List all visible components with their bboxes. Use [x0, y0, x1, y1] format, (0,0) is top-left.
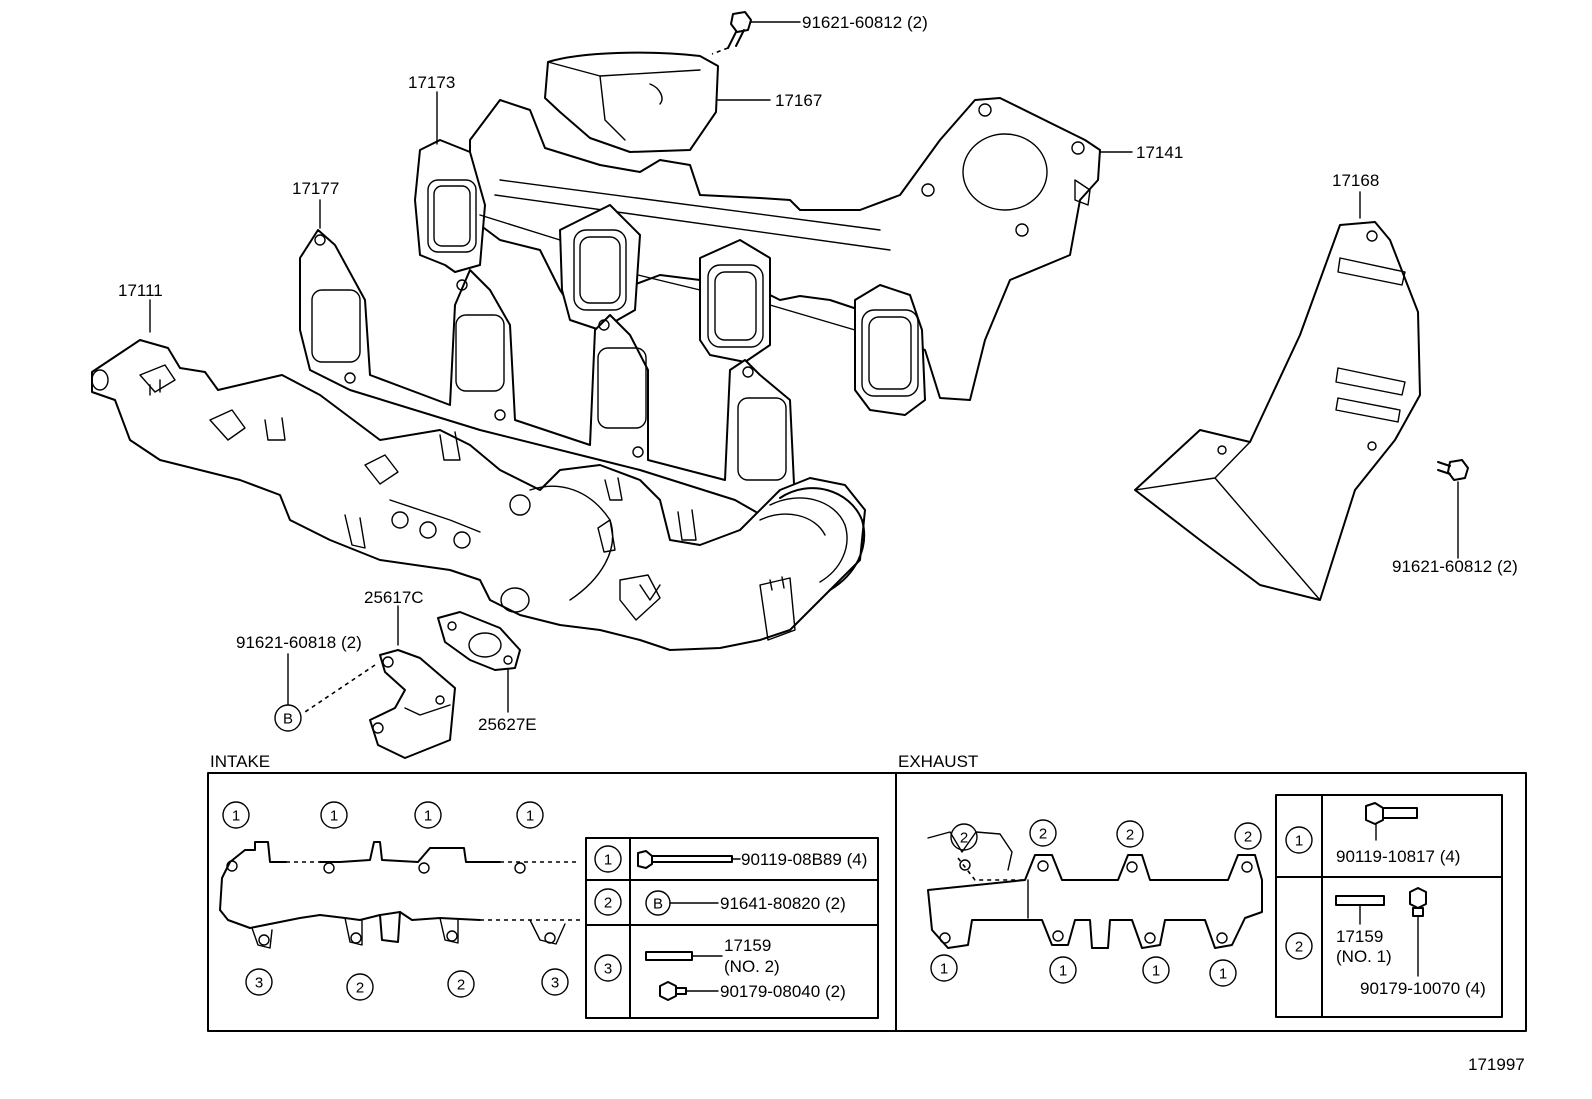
svg-text:1: 1: [424, 808, 432, 825]
part-number-25627E: 25627E: [478, 715, 537, 734]
svg-text:3: 3: [551, 975, 559, 992]
svg-text:2: 2: [1244, 829, 1252, 846]
exhaust-top-markers: 2 2 2 2: [950, 819, 1262, 851]
intake-bottom-markers: 3 2 2 3: [245, 968, 569, 1001]
exhaust-qty-1: (4): [1440, 847, 1461, 866]
intake-manifold[interactable]: 17111: [91, 281, 866, 651]
bracket[interactable]: 25617C: [304, 588, 456, 759]
svg-text:90119-08B89 (4): 90119-08B89 (4): [741, 850, 867, 869]
exhaust-gasket[interactable]: 17173: [408, 73, 926, 416]
part-number-bolt-right: 91621-60812: [1392, 557, 1492, 576]
svg-text:2: 2: [1039, 826, 1047, 843]
svg-text:1: 1: [330, 808, 338, 825]
svg-text:2: 2: [457, 977, 465, 994]
intake-top-markers: 1 1 1 1: [222, 801, 544, 829]
exhaust-legend-table: 1 90119-10817 (4) 2 17159 (NO. 1) 90179-…: [1275, 794, 1503, 1018]
svg-text:1: 1: [1295, 833, 1303, 850]
intake-part-2: 91641-80820: [720, 894, 820, 913]
intake-part-1: 90119-08B89: [741, 850, 842, 869]
intake-part-3: 17159: [724, 936, 771, 955]
heat-insulator-upper[interactable]: 17167: [544, 51, 822, 153]
svg-text:B: B: [653, 896, 663, 913]
intake-qty-1: (4): [847, 850, 868, 869]
svg-text:1: 1: [1219, 966, 1227, 983]
svg-text:91621-60812 (2): 91621-60812 (2): [1392, 557, 1518, 576]
exhaust-flange-outline: [927, 831, 1263, 949]
exhaust-part-2: 17159: [1336, 927, 1383, 946]
svg-text:91621-60812 (2): 91621-60812 (2): [802, 13, 928, 32]
part-number-bolt-top: 91621-60812: [802, 13, 902, 32]
exhaust-legend-row-2[interactable]: 2 17159 (NO. 1) 90179-10070 (4): [1285, 887, 1486, 998]
exhaust-panel: EXHAUST 2 2 2 2 1 1 1 1: [898, 752, 1503, 1018]
intake-qty-3b: (2): [825, 982, 846, 1001]
intake-flange-outline: [219, 841, 580, 949]
svg-text:2: 2: [604, 895, 612, 912]
part-number-25617C: 25617C: [364, 588, 424, 607]
exhaust-title: EXHAUST: [898, 752, 978, 771]
bolt-bracket[interactable]: 91621-60818 (2) B: [236, 633, 362, 732]
heat-insulator-lower[interactable]: 17168: [1134, 171, 1421, 601]
svg-text:1: 1: [604, 852, 612, 869]
part-number-17167: 17167: [775, 91, 822, 110]
svg-text:91641-80820 (2): 91641-80820 (2): [720, 894, 846, 913]
intake-legend-row-2[interactable]: 2 B 91641-80820 (2): [594, 888, 846, 916]
intake-part-3b: 90179-08040: [720, 982, 820, 1001]
svg-text:1: 1: [1152, 963, 1160, 980]
part-number-17141: 17141: [1136, 143, 1183, 162]
svg-text:2: 2: [1126, 827, 1134, 844]
svg-text:2: 2: [1295, 939, 1303, 956]
egr-gasket[interactable]: 25627E: [437, 611, 537, 734]
svg-text:2: 2: [356, 980, 364, 997]
svg-text:3: 3: [255, 975, 263, 992]
svg-text:1: 1: [232, 808, 240, 825]
svg-text:2: 2: [960, 830, 968, 847]
svg-text:91621-60818 (2): 91621-60818 (2): [236, 633, 362, 652]
svg-text:B: B: [283, 711, 293, 728]
figure-number: 171997: [1468, 1055, 1525, 1074]
intake-qty-2: (2): [825, 894, 846, 913]
bolt-right[interactable]: 91621-60812 (2): [1392, 459, 1518, 576]
svg-text:1: 1: [940, 961, 948, 978]
intake-panel: INTAKE 1 1 1 1: [210, 752, 879, 1019]
exhaust-part-2b: 90179-10070: [1360, 979, 1460, 998]
part-number-bolt-bracket: 91621-60818: [236, 633, 336, 652]
intake-legend-row-1[interactable]: 1 90119-08B89 (4): [594, 845, 867, 873]
part-number-17177: 17177: [292, 179, 339, 198]
svg-text:1: 1: [1059, 963, 1067, 980]
svg-text:90179-10070 (4): 90179-10070 (4): [1360, 979, 1486, 998]
exhaust-part-1: 90119-10817: [1336, 847, 1435, 866]
svg-text:1: 1: [526, 808, 534, 825]
qty-bolt-top: (2): [907, 13, 928, 32]
intake-note-3: (NO. 2): [724, 957, 780, 976]
exhaust-legend-row-1[interactable]: 1 90119-10817 (4): [1285, 802, 1460, 866]
intake-legend-row-3[interactable]: 3 17159 (NO. 2) 90179-08040 (2): [594, 936, 846, 1001]
qty-bolt-bracket: (2): [341, 633, 362, 652]
svg-text:90179-08040 (2): 90179-08040 (2): [720, 982, 846, 1001]
ref-marker-b: [274, 704, 302, 732]
bolt-top[interactable]: 91621-60812 (2): [711, 11, 928, 55]
part-number-17168: 17168: [1332, 171, 1379, 190]
fastener-panel-frame: [207, 772, 1527, 1032]
exhaust-bottom-markers: 1 1 1 1: [930, 954, 1237, 987]
svg-text:3: 3: [604, 961, 612, 978]
part-number-17111: 17111: [118, 281, 163, 300]
exhaust-qty-2b: (4): [1465, 979, 1486, 998]
svg-text:90119-10817 (4): 90119-10817 (4): [1336, 847, 1460, 866]
exhaust-note-2: (NO. 1): [1336, 947, 1392, 966]
part-number-17173: 17173: [408, 73, 455, 92]
qty-bolt-right: (2): [1497, 557, 1518, 576]
intake-title: INTAKE: [210, 752, 270, 771]
intake-legend-table: 1 90119-08B89 (4) 2 B 91641-80820 (2) 3 …: [585, 837, 879, 1019]
